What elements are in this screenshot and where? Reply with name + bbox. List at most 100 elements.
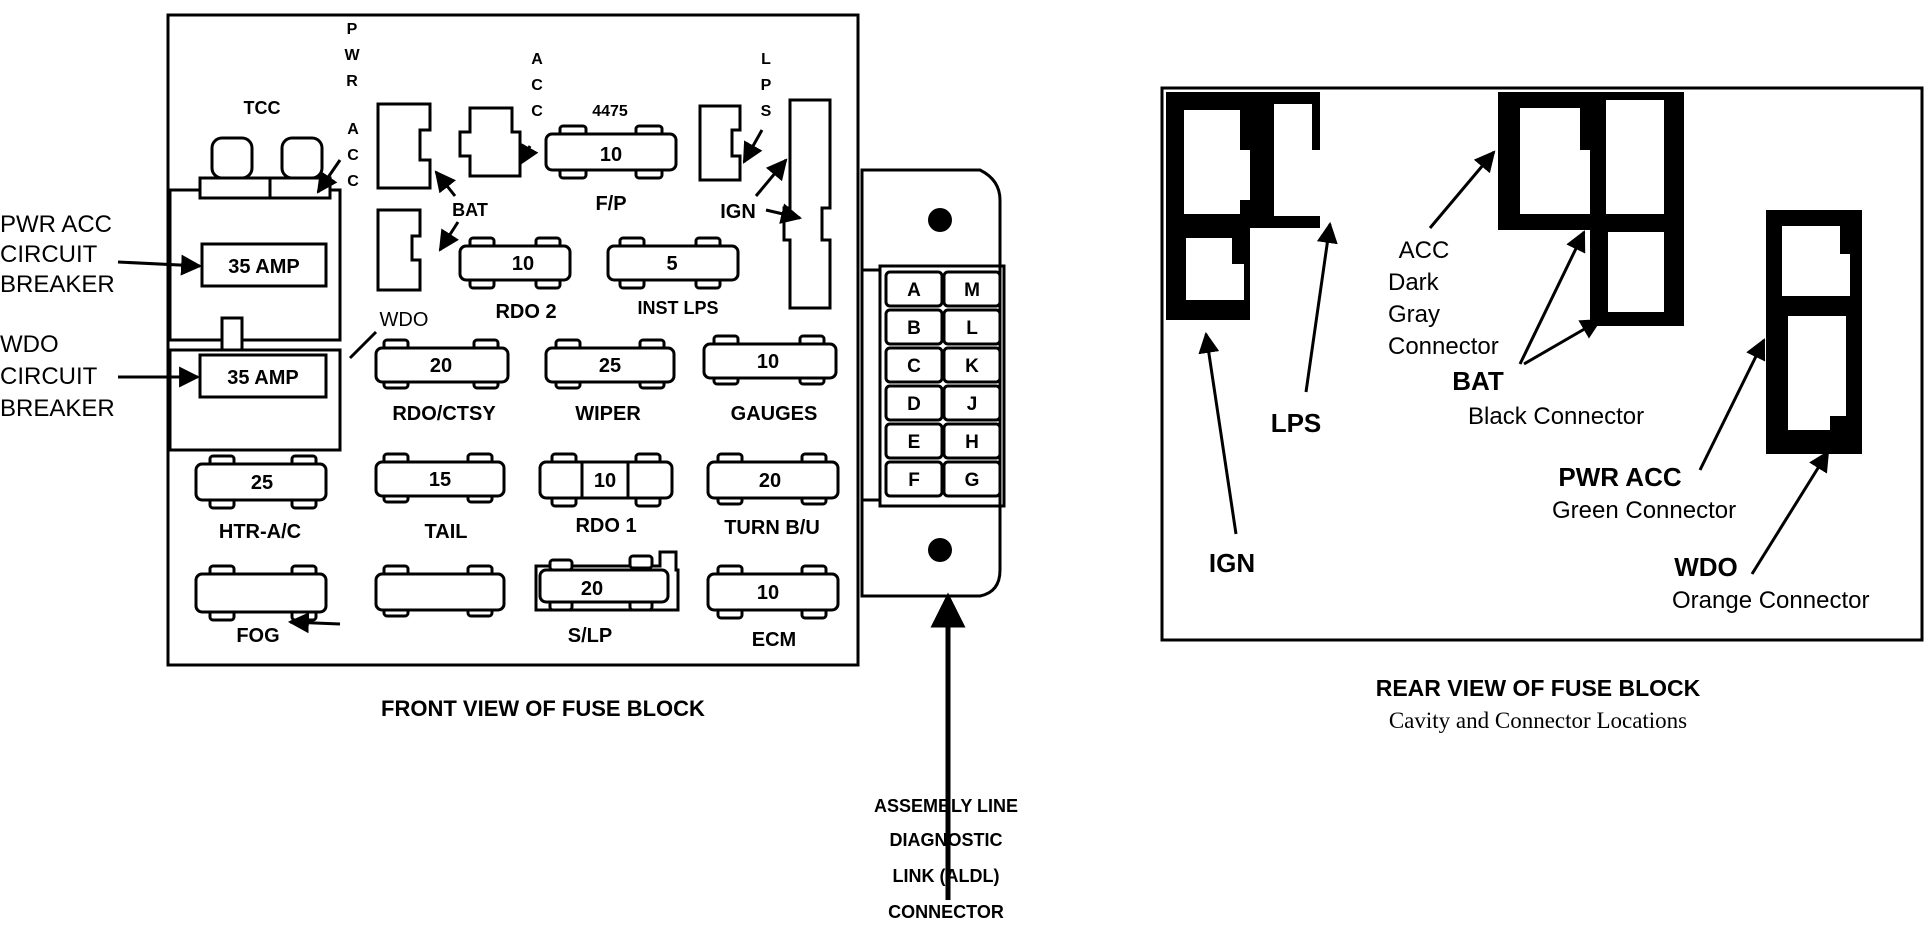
- fuse-turn-bu-value: 20: [759, 470, 781, 492]
- aldl-pin-cell: [884, 270, 944, 308]
- aldl-pin-label: K: [965, 356, 979, 377]
- rear-wdo-desc: Orange Connector: [1672, 587, 1869, 614]
- pwr-letter: P: [347, 21, 358, 38]
- aldl-pin-label: E: [908, 432, 921, 453]
- fog-arrow: [287, 612, 341, 634]
- rear-block-outline: [1160, 86, 1924, 642]
- ign-cavity: [782, 98, 832, 310]
- aldl-mount-hole: [928, 208, 952, 232]
- fuse-htr-ac-value: 25: [251, 472, 273, 494]
- lps-letter: S: [761, 103, 772, 120]
- fuse-rdo1-label: RDO 1: [575, 515, 636, 537]
- aldl-pin-label: M: [964, 280, 980, 301]
- fuse-wiper-label: WIPER: [575, 403, 641, 425]
- aldl-pin-label: L: [966, 318, 978, 339]
- fuse-wiper: [544, 338, 676, 390]
- fuse-body: [606, 244, 740, 282]
- aldl-caption-line: DIAGNOSTIC: [889, 830, 1002, 850]
- fuse-body: [702, 342, 838, 380]
- lps-arrow: [742, 129, 764, 164]
- fuse-fp-value: 10: [600, 144, 622, 166]
- fuse-gauges: [702, 334, 838, 386]
- fuse-slot-empty: [374, 564, 506, 618]
- fuse-holder: [534, 550, 680, 612]
- rear-view-subcaption: Cavity and Connector Locations: [1389, 708, 1687, 733]
- rear-view: ACC Dark Gray Connector BAT Black Connec…: [1160, 86, 1924, 733]
- fuse-turn-bu: [706, 452, 840, 506]
- fuse-rdo2-label: RDO 2: [495, 301, 556, 323]
- tcc-label: TCC: [244, 98, 281, 118]
- lps-letter: P: [761, 77, 772, 94]
- aldl-pin-label: C: [907, 356, 921, 377]
- wdo-breaker-label: WDO: [0, 331, 59, 358]
- fuse-fog: [194, 564, 328, 622]
- rear-acc-arrow: [1428, 150, 1496, 229]
- pwr-acc-breaker-label: BREAKER: [0, 271, 115, 298]
- aldl-pin-cell: [884, 422, 944, 460]
- fuse-tail: [374, 452, 506, 504]
- fuse-4475-label: 4475: [592, 103, 628, 120]
- fuse-turn-bu-label: TURN B/U: [724, 517, 820, 539]
- fuse-rdo-ctsy: [374, 338, 510, 390]
- acc-letter: C: [531, 103, 543, 120]
- fuse-inst-lps-value: 5: [666, 253, 677, 275]
- wdo-breaker-rating: 35 AMP: [227, 367, 299, 389]
- fuse-tab: [628, 554, 654, 570]
- fuse-body: [374, 460, 506, 498]
- aldl-pin-cell: [884, 384, 944, 422]
- aldl-caption-line: LINK (ALDL): [893, 866, 1000, 886]
- rear-acc-desc: Dark: [1388, 269, 1440, 296]
- fuse-slp-label: S/LP: [568, 625, 612, 647]
- relay-cap: [280, 136, 324, 180]
- aldl-pin-label: G: [965, 470, 980, 491]
- wdo-breaker-label: CIRCUIT: [0, 363, 98, 390]
- rear-bat-desc: Black Connector: [1468, 403, 1644, 430]
- wdo-breaker-label: BREAKER: [0, 395, 115, 422]
- fuse-body: [194, 462, 328, 502]
- fuse-gauges-value: 10: [757, 351, 779, 373]
- aldl-housing: [860, 168, 1002, 598]
- aldl-pin-label: B: [907, 318, 921, 339]
- bat-arrow: [434, 170, 457, 197]
- rear-lps-label: LPS: [1271, 408, 1322, 438]
- fuse-body: [544, 346, 676, 384]
- fuse-fog-label: FOG: [236, 625, 279, 647]
- acc-letter: C: [347, 147, 359, 164]
- aldl-pin-cell: [942, 422, 1002, 460]
- pwr-vertical-label: P W R: [344, 21, 360, 90]
- aldl-pin-label: A: [907, 280, 921, 301]
- acc-arrow: [518, 142, 539, 166]
- fuse-block-outline: [166, 13, 860, 667]
- relay-cap: [210, 136, 254, 180]
- aldl-pin-cell: [884, 460, 944, 498]
- fuse-center-band: [580, 460, 630, 500]
- rear-bat-arrow: [1518, 230, 1586, 365]
- acc-letter: C: [531, 77, 543, 94]
- rear-acc-desc: Connector: [1388, 333, 1499, 360]
- fuse-rdo-ctsy-value: 20: [430, 355, 452, 377]
- rear-pwr-acc-arrow: [1698, 338, 1766, 471]
- fuse-fp: [544, 124, 678, 180]
- fuse-tail-value: 15: [429, 469, 451, 491]
- acc-letter: A: [531, 51, 543, 68]
- bat-label: BAT: [452, 200, 488, 220]
- cavity-opening: [1274, 104, 1320, 216]
- fuse-rdo2-value: 10: [512, 253, 534, 275]
- fuse-tail-label: TAIL: [425, 521, 468, 543]
- lps-letter: L: [761, 51, 771, 68]
- acc-letter: C: [347, 173, 359, 190]
- rear-view-caption: REAR VIEW OF FUSE BLOCK: [1376, 675, 1701, 701]
- pwr-acc-breaker-label: PWR ACC: [0, 211, 112, 238]
- tcc-relay: [168, 136, 342, 342]
- wdo-cavity: [376, 208, 422, 292]
- ign-label: IGN: [720, 201, 756, 223]
- pwr-acc-breaker-arrow: [117, 254, 203, 276]
- fuse-rdo1-value: 10: [594, 470, 616, 492]
- aldl-pin-cell: [942, 308, 1002, 346]
- fuse-rdo2: [458, 236, 572, 290]
- fuse-body: [374, 572, 506, 612]
- wdo-label: WDO: [380, 309, 429, 331]
- rear-bat-label: BAT: [1452, 366, 1504, 396]
